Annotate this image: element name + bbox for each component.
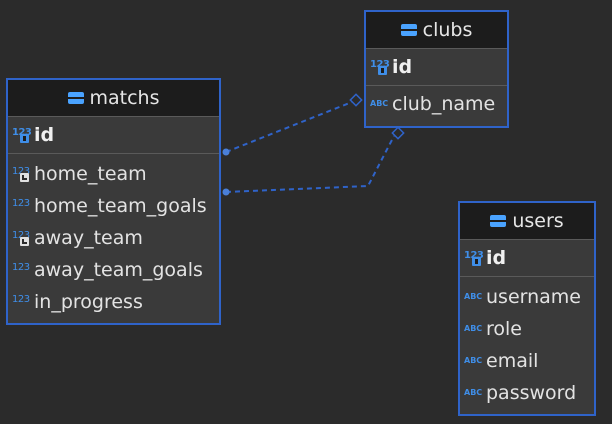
table-icon <box>67 92 84 104</box>
column-row[interactable]: ABC role <box>460 313 594 345</box>
column-name: home_team <box>34 163 147 185</box>
table-matchs[interactable]: matchs 123 id 123 home_team 123 home_tea… <box>6 78 221 325</box>
text-type-icon: ABC <box>464 388 483 397</box>
column-row[interactable]: ABC email <box>460 345 594 377</box>
column-row[interactable]: 123 in_progress <box>8 286 219 318</box>
column-row[interactable]: ABC username <box>460 281 594 313</box>
relationship-endpoint-diamond <box>349 93 363 107</box>
relationship-endpoint-dot <box>222 148 230 156</box>
relationship-home-team-clubs[interactable] <box>225 101 353 153</box>
table-users[interactable]: users 123 id ABC username ABC role ABC e… <box>458 201 596 416</box>
relationship-endpoint-diamond <box>391 126 405 140</box>
text-type-icon: ABC <box>464 324 483 333</box>
table-icon <box>490 215 507 227</box>
table-header-users[interactable]: users <box>460 203 594 240</box>
numeric-foreign-key-type-icon: 123 <box>12 163 34 185</box>
column-name: email <box>486 350 539 372</box>
table-title: matchs <box>89 87 160 109</box>
table-header-matchs[interactable]: matchs <box>8 80 219 117</box>
text-type-icon: ABC <box>464 292 483 301</box>
column-name: id <box>392 56 413 78</box>
numeric-key-type-icon: 123 <box>12 124 34 146</box>
text-type-icon: ABC <box>370 99 389 108</box>
table-title: users <box>512 210 564 232</box>
table-icon <box>400 24 417 36</box>
column-row[interactable]: 123 away_team_goals <box>8 254 219 286</box>
numeric-type-icon: 123 <box>12 294 30 305</box>
column-row-pk[interactable]: 123 id <box>8 117 219 154</box>
column-name: id <box>486 247 507 269</box>
column-row[interactable]: 123 home_team <box>8 158 219 190</box>
column-name: home_team_goals <box>34 195 207 217</box>
numeric-key-type-icon: 123 <box>370 56 392 78</box>
column-name: club_name <box>392 93 496 115</box>
relationship-away-team-clubs[interactable] <box>225 135 395 193</box>
column-name: username <box>486 286 581 308</box>
table-header-clubs[interactable]: clubs <box>366 12 507 49</box>
text-type-icon: ABC <box>464 356 483 365</box>
column-name: role <box>486 318 522 340</box>
numeric-type-icon: 123 <box>12 198 30 209</box>
numeric-foreign-key-type-icon: 123 <box>12 227 34 249</box>
table-clubs[interactable]: clubs 123 id ABC club_name <box>364 10 509 128</box>
column-row[interactable]: ABC club_name <box>366 88 507 120</box>
column-name: in_progress <box>34 291 143 313</box>
column-row[interactable]: ABC password <box>460 377 594 409</box>
table-title: clubs <box>422 19 473 41</box>
column-name: away_team <box>34 227 143 249</box>
numeric-type-icon: 123 <box>12 262 30 273</box>
column-row[interactable]: 123 away_team <box>8 222 219 254</box>
column-row-pk[interactable]: 123 id <box>366 49 507 86</box>
column-name: id <box>34 124 55 146</box>
column-name: away_team_goals <box>34 259 203 281</box>
relationship-endpoint-dot <box>222 188 230 196</box>
numeric-key-type-icon: 123 <box>464 247 486 269</box>
column-row-pk[interactable]: 123 id <box>460 240 594 277</box>
column-name: password <box>486 382 577 404</box>
column-row[interactable]: 123 home_team_goals <box>8 190 219 222</box>
